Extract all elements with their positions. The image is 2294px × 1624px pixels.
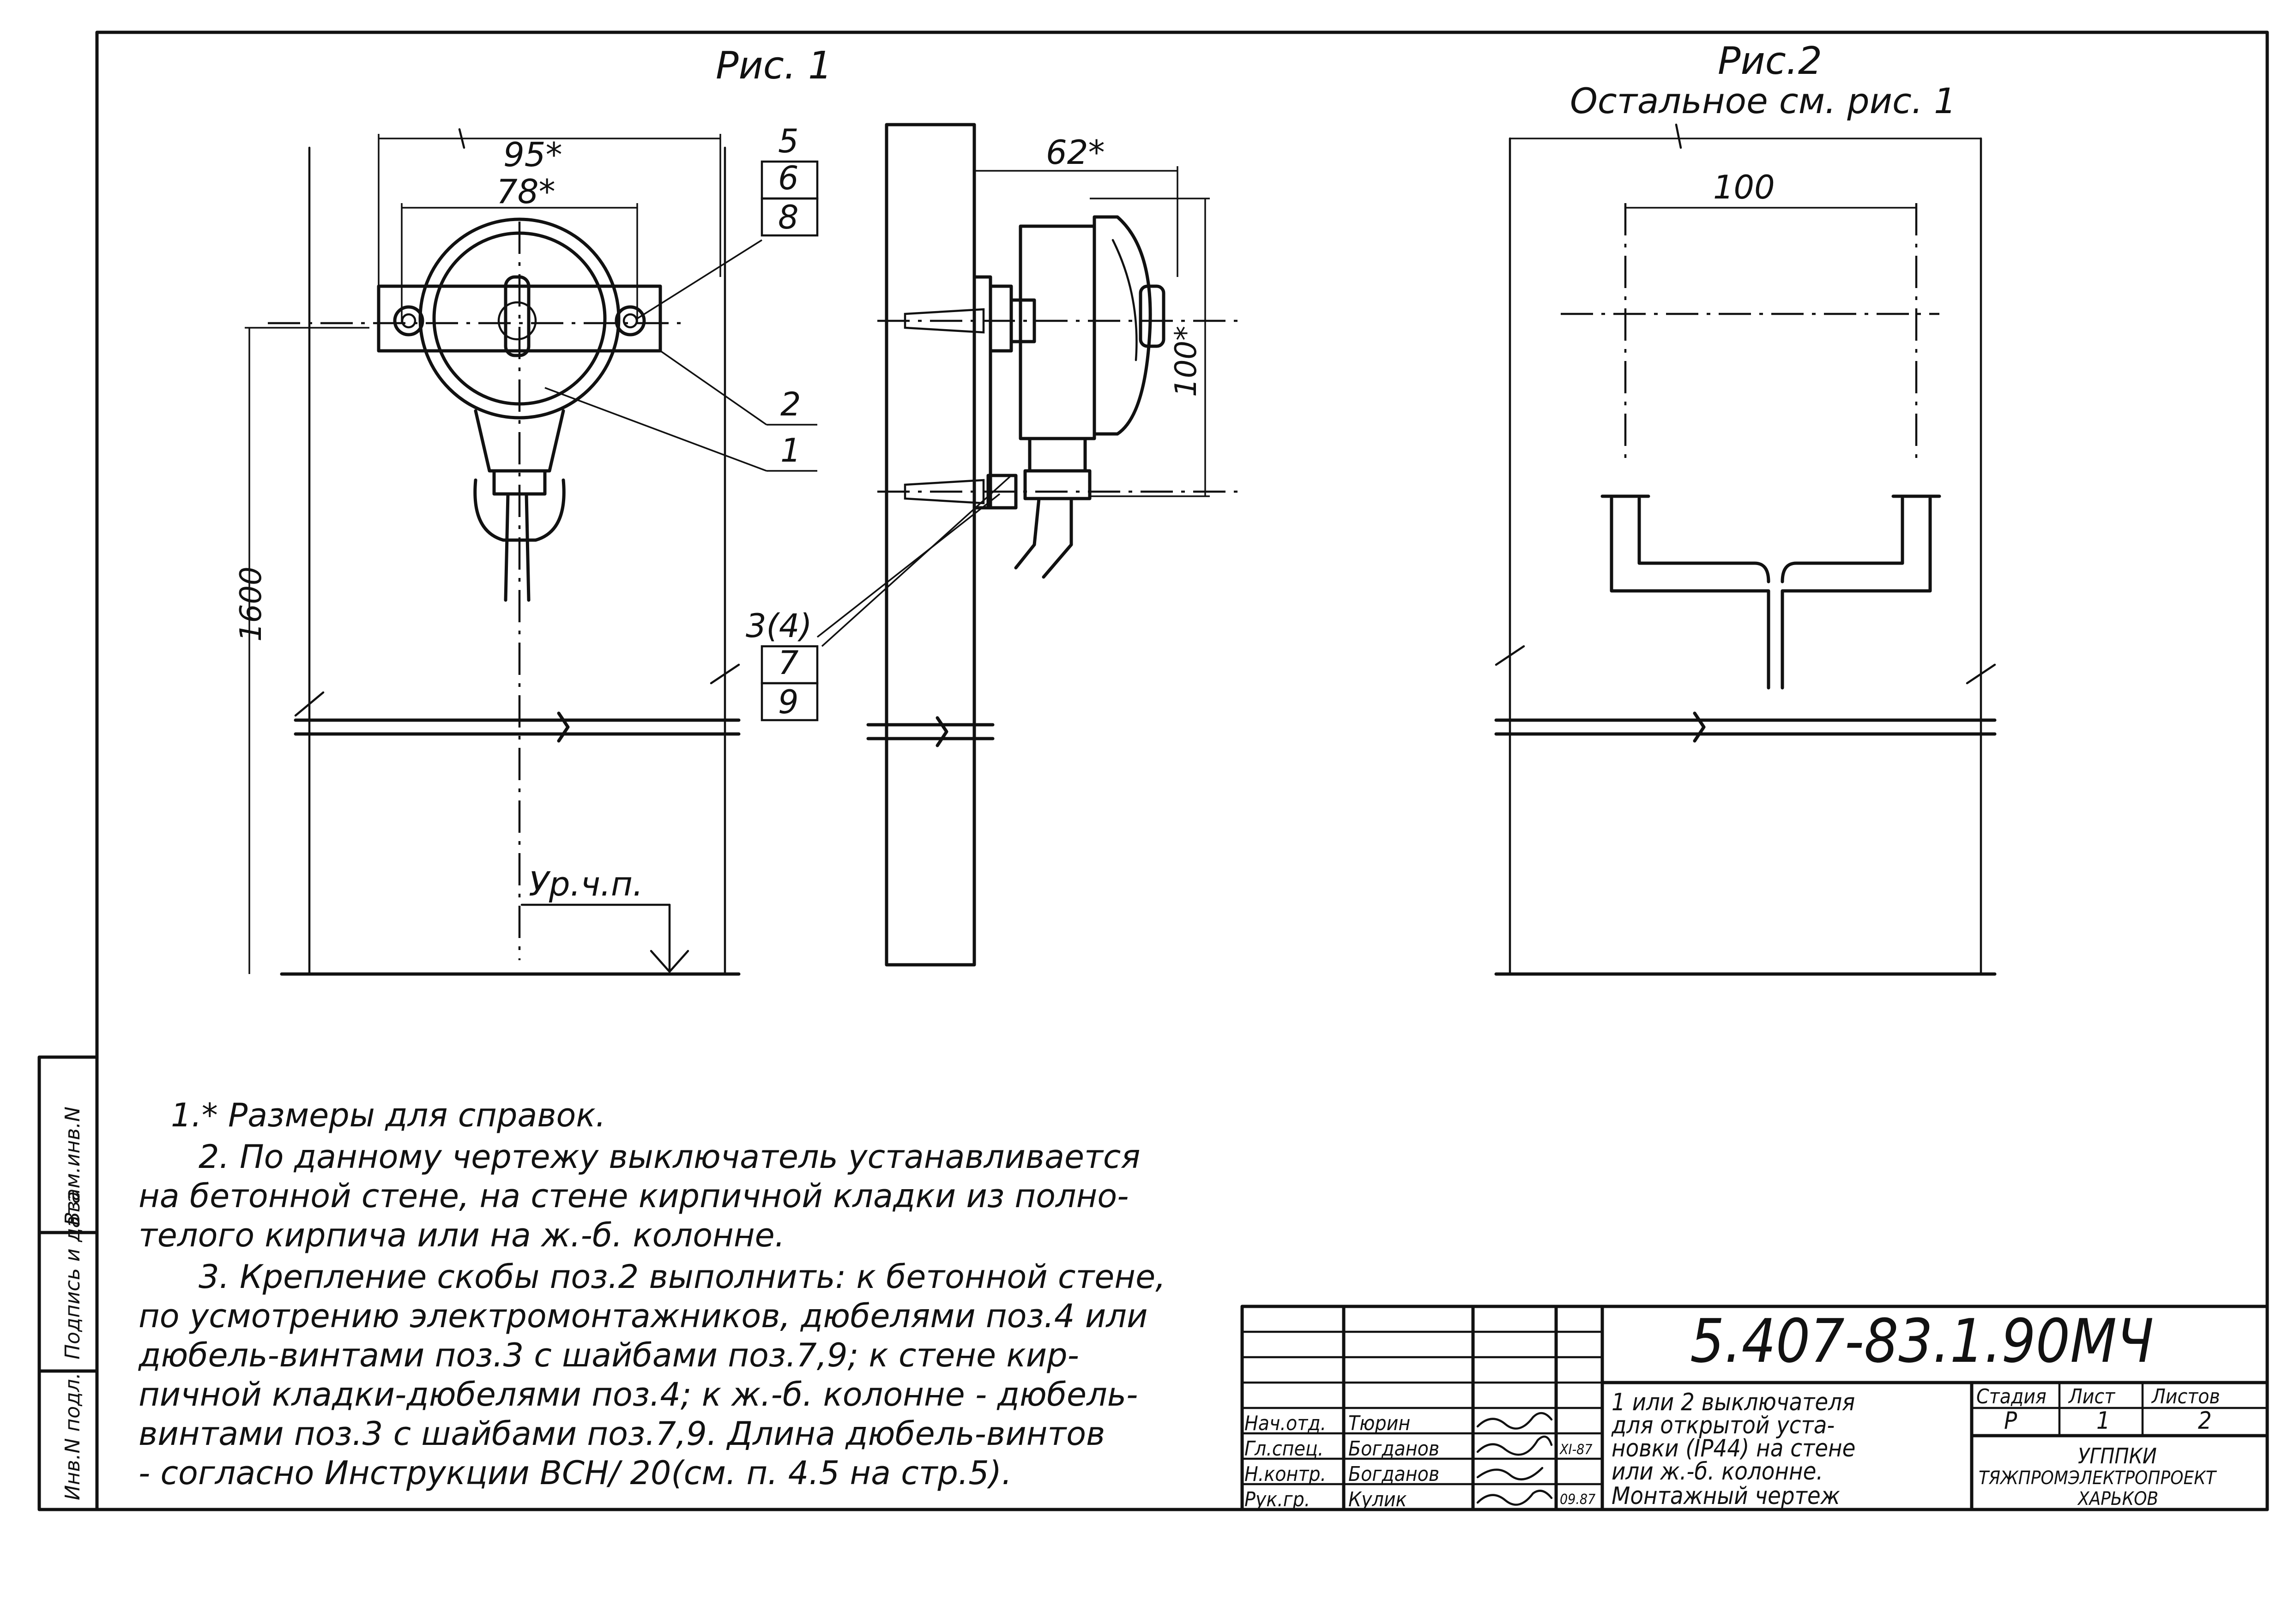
figure1-caption: Рис. 1 (716, 44, 832, 88)
note-line-2: 2. По данному чертежу выключатель устана… (199, 1138, 1140, 1176)
note-line-9: винтами поз.3 с шайбами поз.7,9. Длина д… (139, 1415, 1105, 1453)
mounting-hole-left (393, 305, 424, 337)
note-line-1: 1.* Размеры для справок. (171, 1096, 606, 1134)
title-line-5: Монтажный чертеж (1612, 1482, 1840, 1510)
callout-3-4: 3(4) (746, 607, 812, 645)
header-sheet: Лист (2068, 1385, 2116, 1408)
note-line-8: пичной кладки-дюбелями поз.4; к ж.-б. ко… (139, 1376, 1138, 1413)
title-line-2: для открытой уста- (1611, 1412, 1835, 1439)
role-2: Гл.спец. (1244, 1437, 1323, 1461)
callout-7: 7 (778, 644, 799, 682)
org-line-1: УГППКИ (2078, 1444, 2157, 1468)
title-line-4: или ж.-б. колонне. (1612, 1458, 1823, 1486)
figure2-subcaption: Остальное см. рис. 1 (1570, 80, 1956, 121)
wall-section (885, 123, 976, 967)
callout-1: 1 (780, 432, 801, 469)
mounting-hole-right (615, 305, 646, 337)
side-stamp: Инв.N подл. Подпись и дата Взам.инв.N (37, 1055, 99, 1511)
switch-handle (504, 275, 531, 357)
value-sheet: 1 (2096, 1407, 2110, 1435)
sheet-frame (95, 30, 2269, 1511)
signature-3 (1476, 1467, 1544, 1480)
notes-block: 1.* Размеры для справок. 2. По данному ч… (138, 1096, 1165, 1492)
name-1: Тюрин (1348, 1412, 1410, 1435)
figure1-front-view: Рис. 1 95* 78* (234, 44, 832, 976)
name-3: Богданов (1348, 1462, 1439, 1486)
note-line-4: телого кирпича или на ж.-б. колонне. (139, 1216, 785, 1254)
figure2-caption: Рис.2 (1718, 39, 1822, 83)
signature-2 (1476, 1435, 1553, 1456)
callout-5: 5 (778, 122, 799, 160)
note-line-6: по усмотрению электромонтажников, дюбеля… (139, 1297, 1147, 1335)
header-sheets: Листов (2151, 1385, 2220, 1408)
org-line-2: ТЯЖПРОМЭЛЕКТРОПРОЕКТ (1979, 1468, 2217, 1489)
mounting-bracket (377, 284, 662, 353)
side-stamp-replace: Взам.инв.N (61, 1107, 85, 1226)
note-line-5: 3. Крепление скобы поз.2 выполнить: к бе… (199, 1258, 1165, 1296)
note-line-3: на бетонной стене, на стене кирпичной кл… (139, 1177, 1129, 1215)
note-line-10: - согласно Инструкции ВСН/ 20(см. п. 4.5… (139, 1454, 1012, 1492)
figure2-two-switches: Рис.2 Остальное см. рис. 1 100 (1494, 39, 1997, 976)
dim-95: 95* (503, 135, 562, 174)
dim-78: 78* (496, 172, 555, 211)
switch-housing (418, 217, 621, 420)
date-4: 09.87 (1560, 1492, 1595, 1508)
conduit-right (1781, 497, 1932, 690)
signature-1 (1476, 1412, 1553, 1430)
role-1: Нач.отд. (1244, 1412, 1326, 1435)
note-line-7: дюбель-винтами поз.3 с шайбами поз.7,9; … (138, 1336, 1079, 1374)
callout-8: 8 (778, 198, 799, 236)
role-3: Н.контр. (1244, 1462, 1326, 1486)
title-block: 5.407-83.1.90МЧ Стадия Лист Листов Р 1 2… (1240, 1305, 2269, 1511)
value-sheets: 2 (2198, 1407, 2212, 1435)
floor-level-label: Ур.ч.п. (529, 865, 643, 903)
org-line-3: ХАРЬКОВ (2077, 1488, 2158, 1510)
value-stage: Р (2004, 1407, 2017, 1435)
dim-100-side: 100* (1169, 326, 1203, 397)
callout-6: 6 (778, 159, 799, 197)
signature-4 (1476, 1490, 1553, 1506)
dim-62: 62* (1046, 133, 1105, 172)
callout-9: 9 (778, 683, 799, 721)
callout-2: 2 (780, 385, 801, 423)
name-4: Кулик (1348, 1488, 1407, 1511)
dowel-upper (904, 308, 985, 334)
header-stage: Стадия (1976, 1385, 2046, 1408)
dowel-lower (904, 479, 985, 505)
side-stamp-inv: Инв.N подл. (61, 1372, 85, 1500)
side-stamp-signature: Подпись и дата (61, 1191, 85, 1359)
date-2: XI-87 (1559, 1442, 1593, 1458)
role-4: Рук.гр. (1244, 1488, 1310, 1511)
title-line-3: новки (IP44) на стене (1612, 1435, 1855, 1462)
conduit-left (1610, 497, 1770, 690)
dim-100-fig2: 100 (1713, 168, 1775, 206)
switch-body-side (1019, 224, 1096, 440)
dim-1600: 1600 (234, 566, 268, 642)
doc-number: 5.407-83.1.90МЧ (1690, 1306, 2154, 1376)
figure1-side-view: 62* 100* 3(4) 7 9 (746, 123, 1238, 967)
title-line-1: 1 или 2 выключателя (1612, 1389, 1855, 1416)
name-2: Богданов (1348, 1437, 1439, 1461)
